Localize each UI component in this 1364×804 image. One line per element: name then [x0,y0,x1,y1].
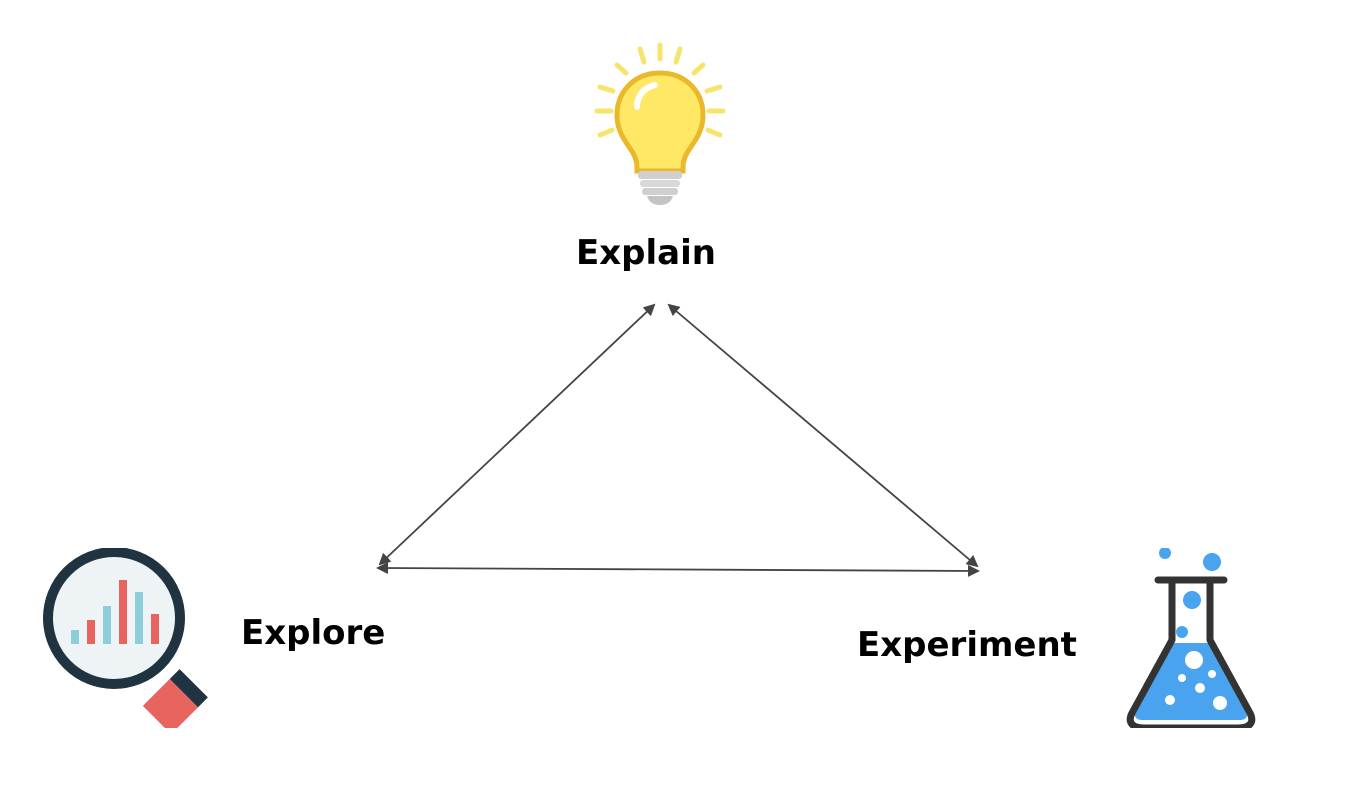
node-label-experiment: Experiment [857,625,1077,665]
flask-icon [1100,547,1283,732]
lightbulb-icon [555,15,770,215]
arrow-explain-experiment [667,303,979,568]
node-label-explain: Explain [576,233,716,273]
arrow-explore-experiment [376,562,980,577]
magnifier-chart-icon [36,547,218,735]
arrow-explore-explain [378,303,656,566]
node-label-explore: Explore [241,613,386,653]
